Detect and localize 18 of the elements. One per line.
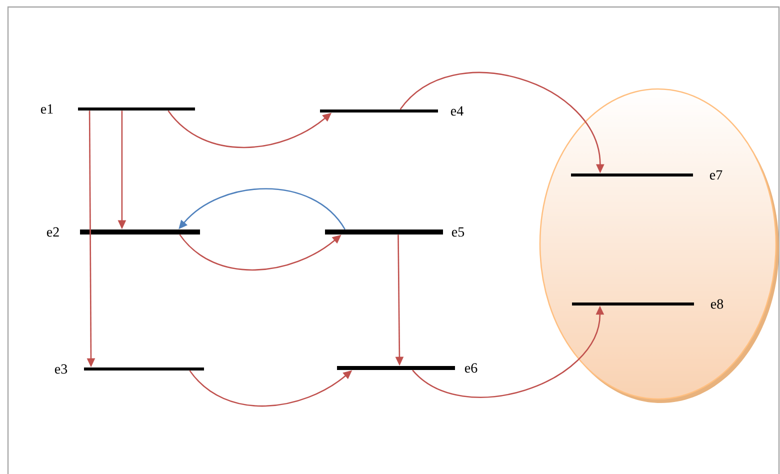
level-bar: e3 [54, 364, 204, 374]
node-label: e7 [710, 170, 722, 180]
level-bar: e7 [571, 170, 722, 180]
node-label: e3 [54, 364, 68, 374]
node-label: e1 [40, 104, 53, 114]
level-bar: e2 [46, 227, 200, 237]
node-label: e6 [464, 363, 478, 373]
level-bar: e5 [325, 227, 464, 237]
node-label: e4 [450, 106, 464, 116]
level-bar: e6 [337, 363, 478, 373]
level-bar: e4 [320, 106, 464, 116]
node-label: e2 [46, 227, 59, 237]
level-bar: e1 [40, 104, 195, 114]
node-label: e5 [452, 227, 464, 237]
node-label: e8 [710, 299, 724, 309]
arrow [178, 188, 346, 230]
ellipse [539, 88, 779, 403]
level-bar: e8 [572, 299, 724, 309]
